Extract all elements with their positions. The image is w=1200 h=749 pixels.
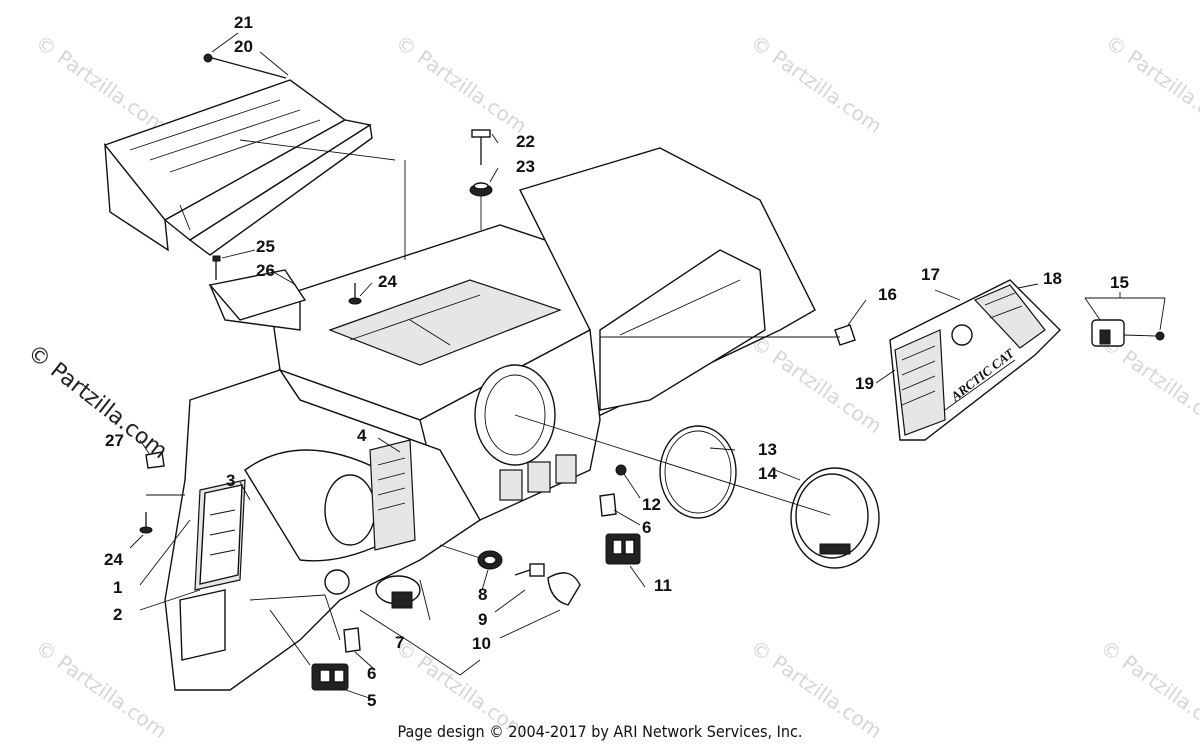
callout-13: 13	[758, 440, 777, 459]
callout-22: 22	[516, 132, 535, 151]
callout-1: 1	[113, 578, 123, 597]
clip-part-27	[145, 451, 165, 469]
callout-23: 23	[516, 157, 535, 176]
screw-part-21	[203, 53, 287, 79]
callout-6-upper: 6	[642, 518, 652, 537]
callout-25: 25	[256, 237, 275, 256]
grommet-part-23	[469, 182, 493, 230]
ignition-switch-part-7	[375, 575, 421, 609]
nut-part-8	[477, 550, 503, 570]
callout-5: 5	[367, 691, 377, 710]
clip-part-16	[834, 324, 856, 346]
knob-part-10	[547, 572, 581, 606]
bolt-part-22	[471, 129, 491, 165]
callout-11: 11	[654, 576, 672, 595]
lock-part-15	[1091, 319, 1165, 347]
callout-9: 9	[478, 610, 488, 629]
switch-plug-part-6-lower	[343, 627, 361, 653]
storage-box-part	[103, 79, 373, 256]
callout-24-left: 24	[104, 550, 123, 569]
callout-20: 20	[234, 37, 253, 56]
callout-15: 15	[1110, 273, 1129, 292]
callout-26: 26	[256, 261, 275, 280]
callout-19: 19	[855, 374, 874, 393]
switch-part-5	[311, 663, 349, 691]
callout-21: 21	[234, 13, 253, 32]
callout-4: 4	[357, 426, 367, 445]
callout-16: 16	[878, 285, 897, 304]
callout-18: 18	[1043, 269, 1062, 288]
callout-7: 7	[395, 633, 405, 652]
dash-panel-part	[164, 147, 816, 691]
footer-copyright: Page design © 2004-2017 by ARI Network S…	[397, 722, 803, 741]
callout-6-lower: 6	[367, 664, 377, 683]
grommet-part-12	[615, 464, 627, 476]
callout-3: 3	[226, 471, 236, 490]
callout-17: 17	[921, 265, 940, 284]
switch-plug-part-6-upper	[599, 493, 617, 517]
callout-8: 8	[478, 585, 488, 604]
callout-14: 14	[758, 464, 777, 483]
callout-2: 2	[113, 605, 123, 624]
callout-12: 12	[642, 495, 661, 514]
gauge-bezel-part-13	[659, 425, 737, 519]
callout-27: 27	[105, 431, 124, 450]
gauge-part-14	[790, 467, 880, 569]
leader-lines	[129, 32, 1166, 701]
fastener-part-24-left	[139, 512, 153, 534]
screw-part-25	[212, 255, 221, 280]
callout-24-top: 24	[378, 272, 397, 291]
cover-plate-part-17	[889, 279, 1061, 441]
bracket-part-26	[208, 269, 307, 321]
callout-10: 10	[472, 634, 491, 653]
key-part-9	[514, 563, 545, 577]
switch-part-11	[605, 533, 641, 565]
fastener-part-24-top	[348, 283, 362, 305]
